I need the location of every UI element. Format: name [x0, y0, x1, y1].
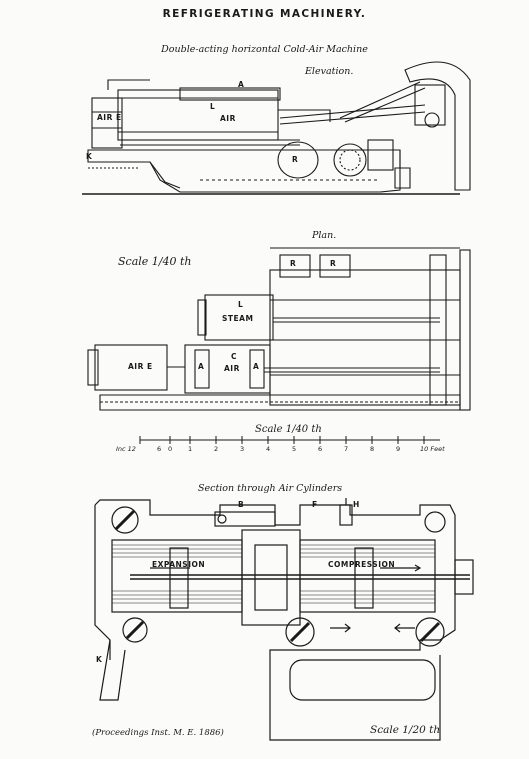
- scale-tick-label: 6: [318, 445, 323, 453]
- section-view: [94, 498, 474, 741]
- section-heading: Section through Air Cylinders: [198, 483, 343, 494]
- section-label-compression: COMPRESSION: [328, 560, 396, 569]
- scale-tick-label: 10 Feet: [420, 445, 445, 453]
- elevation-label-l: L: [210, 102, 216, 111]
- plan-scale-bottom: Scale 1/40 th: [255, 424, 322, 435]
- section-label-b: B: [238, 500, 245, 509]
- plan-label-steam: STEAM: [222, 314, 254, 323]
- elevation-heading: Elevation.: [305, 66, 354, 77]
- section-label-h: H: [353, 500, 360, 509]
- section-scale: Scale 1/20 th: [370, 724, 441, 736]
- scale-tick-label: 2: [214, 445, 219, 453]
- scale-tick-label: 0: [168, 445, 173, 453]
- plan-label-a2: A: [253, 362, 260, 371]
- elevation-label-r: R: [292, 155, 299, 164]
- plan-label-r1: R: [290, 259, 297, 268]
- scale-tick-label: 5: [292, 445, 297, 453]
- plan-view: [87, 247, 471, 411]
- scale-tick-label: 8: [370, 445, 375, 453]
- plan-heading: Plan.: [312, 230, 337, 241]
- elevation-label-a: A: [238, 80, 245, 89]
- plan-scale-left: Scale 1/40 th: [118, 255, 192, 268]
- scale-tick-label: 9: [396, 445, 401, 453]
- scale-bar-start-label: Inc 12: [116, 445, 136, 453]
- scale-tick-label: 4: [266, 445, 271, 453]
- citation: (Proceedings Inst. M. E. 1886): [92, 728, 224, 738]
- section-label-expansion: EXPANSION: [152, 560, 206, 569]
- machine-subtitle: Double-acting horizontal Cold-Air Machin…: [161, 44, 368, 55]
- section-label-k: K: [96, 655, 103, 664]
- page-title: REFRIGERATING MACHINERY.: [162, 8, 367, 20]
- scale-tick-label: 3: [240, 445, 245, 453]
- plan-label-air: AIR: [224, 364, 240, 373]
- plan-label-r2: R: [330, 259, 337, 268]
- section-label-f: F: [312, 500, 318, 509]
- plan-label-air-e: AIR E: [128, 362, 153, 371]
- elevation-label-k: K: [86, 152, 93, 161]
- scale-tick-label: 6: [157, 445, 162, 453]
- scale-tick-label: 7: [344, 445, 349, 453]
- plan-label-c: C: [231, 352, 238, 361]
- plan-label-a1: A: [198, 362, 205, 371]
- elevation-view: [82, 61, 471, 195]
- plan-label-steam-l: L: [238, 300, 244, 309]
- scale-tick-label: 1: [188, 445, 193, 453]
- scale-bar: [139, 436, 440, 444]
- elevation-label-air: AIR: [220, 114, 236, 123]
- elevation-label-air-e: AIR E: [97, 113, 122, 122]
